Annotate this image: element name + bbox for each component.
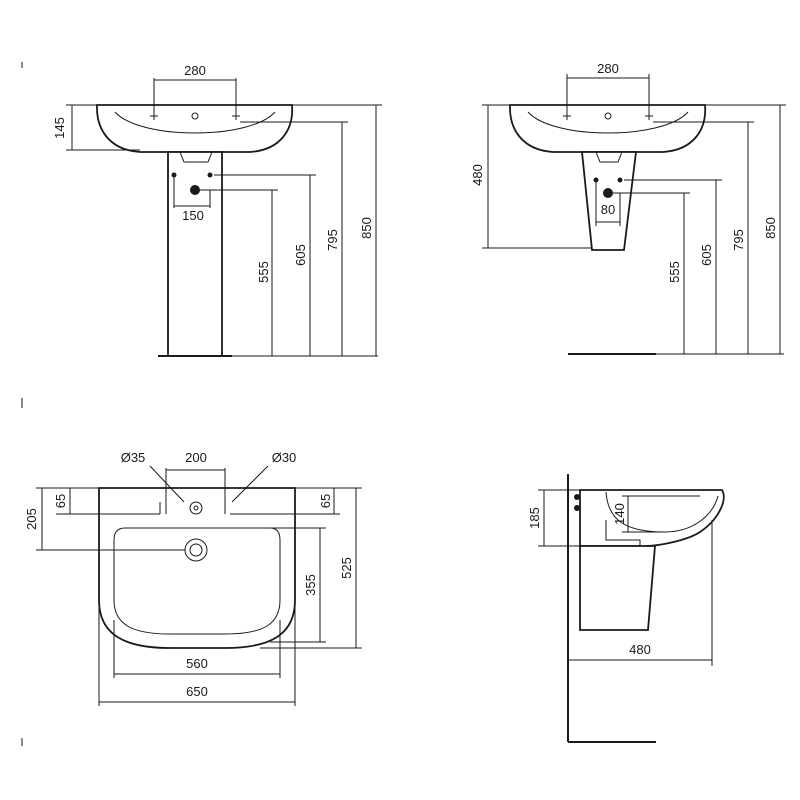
waste-hole-inner: [189, 543, 203, 557]
dim-projection: 480: [629, 642, 651, 657]
dim-overall-depth: 525: [339, 557, 354, 579]
dim-supply-height: 605: [293, 244, 308, 266]
basin-outline: [509, 104, 706, 153]
dim-right-hole-diameter: Ø30: [272, 450, 297, 465]
dim-waste-offset: 80: [601, 202, 615, 217]
side-section-view: 185 140 480: [527, 474, 725, 743]
dim-rim-top: 795: [731, 229, 746, 251]
pedestal-front-view: 280 145 150 555 605 795 850: [52, 63, 382, 357]
dim-tap-spacing: 280: [597, 61, 619, 76]
dim-waste-height: 555: [256, 261, 271, 283]
dim-left-hole-offset: 65: [53, 494, 68, 508]
plan-top-view: Ø35 Ø30 200 65 205 65 355 525: [24, 450, 362, 706]
dim-supply-height: 605: [699, 244, 714, 266]
trap-side: [605, 520, 641, 548]
dim-bowl-width: 560: [186, 656, 208, 671]
semi-pedestal-front-view: 280 480 80 555 605 795 850: [470, 61, 786, 355]
dim-basin-height: 185: [527, 507, 542, 529]
leader-left: [149, 465, 185, 503]
dim-overall-height: 850: [359, 217, 374, 239]
tap-hole-marks: [150, 112, 240, 120]
dim-overall-height: 850: [763, 217, 778, 239]
tap-hole-marks: [563, 112, 653, 120]
dim-right-hole-offset: 65: [318, 494, 333, 508]
wall-fixing: [574, 505, 580, 511]
trap-outline: [595, 151, 623, 163]
dim-basin-height: 480: [470, 164, 485, 186]
waste-outlet: [603, 188, 613, 198]
bowl-plan-outline: [113, 527, 281, 635]
wall-fixing: [574, 494, 580, 500]
supply-point: [207, 172, 213, 178]
basin-outline: [96, 104, 293, 153]
bowl-line: [527, 111, 689, 134]
basin-plan-outline: [98, 487, 296, 649]
pedestal-column: [167, 151, 223, 357]
dim-bowl-depth: 140: [612, 503, 627, 525]
dim-rim-top: 795: [325, 229, 340, 251]
bowl-line: [114, 111, 276, 134]
semi-pedestal-shroud: [581, 151, 638, 251]
dim-rim-height: 145: [52, 117, 67, 139]
leader-right: [231, 465, 269, 503]
waste-outlet: [190, 185, 200, 195]
dim-overall-width: 650: [186, 684, 208, 699]
trap-outline: [179, 151, 213, 163]
supply-point: [617, 177, 623, 183]
dim-left-hole-diameter: Ø35: [121, 450, 146, 465]
basin-side-profile: [579, 489, 725, 550]
dim-waste-offset: 150: [182, 208, 204, 223]
semi-pedestal-side: [579, 545, 656, 631]
dim-tap-spacing: 280: [184, 63, 206, 78]
dim-waste-from-back: 205: [24, 508, 39, 530]
dim-hole-spacing: 200: [185, 450, 207, 465]
dim-waste-height: 555: [667, 261, 682, 283]
dim-bowl-depth: 355: [303, 574, 318, 596]
